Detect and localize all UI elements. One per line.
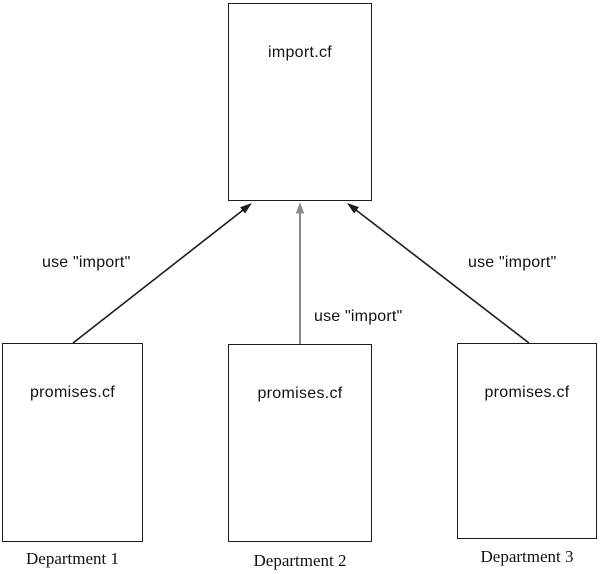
department-caption-3: Department 3	[480, 547, 574, 566]
arrowhead-middle-icon	[295, 202, 305, 214]
promises-node-dept1: promises.cf	[2, 343, 143, 542]
arrow-line-right	[353, 207, 530, 344]
import-node: import.cf	[228, 3, 372, 201]
promises-node-label: promises.cf	[484, 384, 570, 401]
arrow-line-left	[72, 207, 246, 344]
arrowhead-right-icon	[347, 203, 359, 214]
edge-label-dept1: use "import"	[42, 254, 131, 271]
promises-node-label: promises.cf	[29, 384, 116, 401]
promises-node-label: promises.cf	[257, 385, 343, 402]
department-caption-1: Department 1	[26, 549, 119, 568]
import-node-label: import.cf	[267, 44, 333, 61]
promises-node-dept2: promises.cf	[228, 344, 372, 542]
department-caption-2: Department 2	[253, 551, 347, 570]
promises-node-dept3: promises.cf	[457, 343, 597, 539]
edge-label-dept2: use "import"	[314, 308, 403, 325]
edge-label-dept3: use "import"	[468, 254, 557, 271]
arrowhead-left-icon	[240, 203, 252, 214]
